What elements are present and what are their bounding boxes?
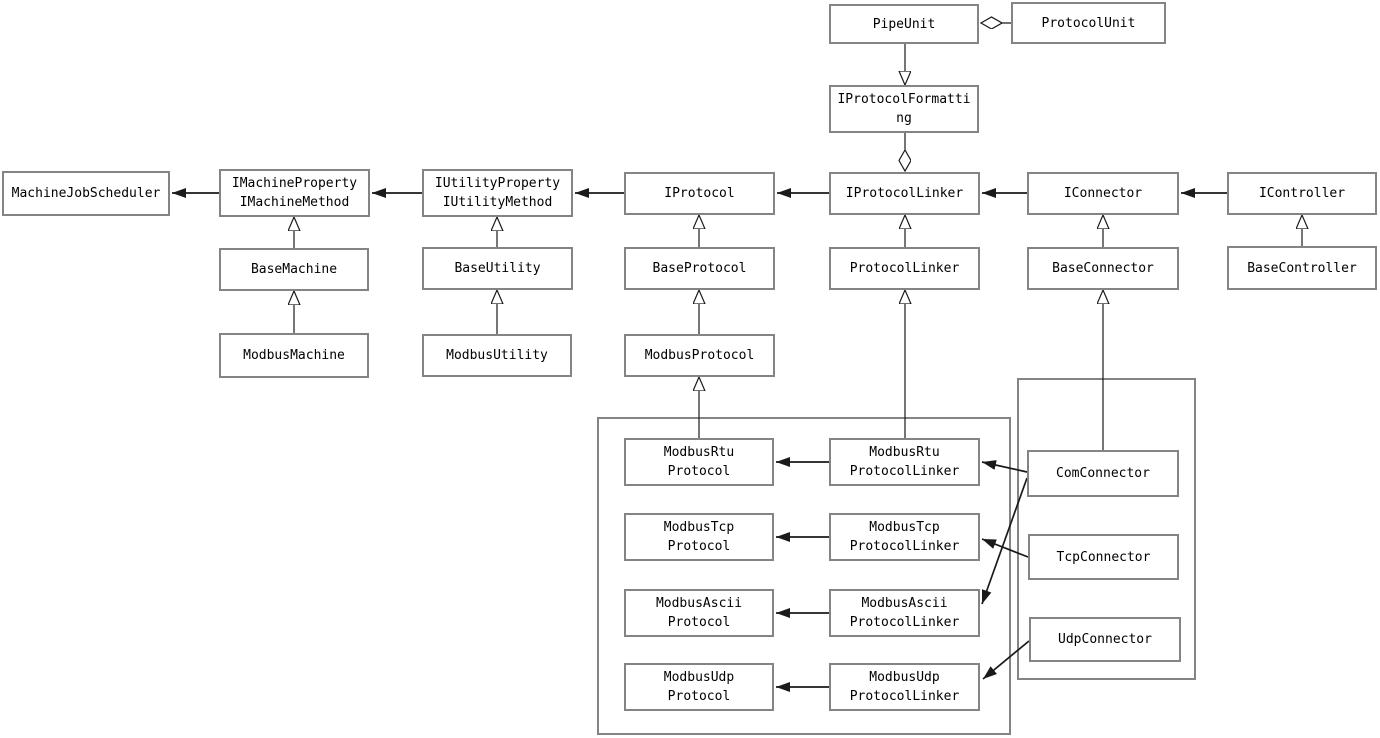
class-label: MachineJobScheduler [11, 186, 161, 201]
connector-group-container[interactable] [1017, 378, 1196, 680]
class-label: ModbusAscii Protocol [655, 596, 743, 630]
class-label: IConnector [1063, 186, 1143, 201]
class-box-iutility-property-method[interactable]: IUtilityProperty IUtilityMethod [422, 169, 573, 217]
class-box-base-utility[interactable]: BaseUtility [422, 247, 573, 290]
class-label: PipeUnit [872, 16, 936, 32]
class-label: ModbusTcp Protocol [663, 520, 735, 554]
class-label: ProtocolLinker [849, 261, 960, 276]
class-label: BaseProtocol [652, 261, 747, 276]
class-box-imachine-property-method[interactable]: IMachineProperty IMachineMethod [219, 169, 370, 217]
class-label: UdpConnector [1058, 632, 1152, 647]
class-box-tcp-connector[interactable]: TcpConnector [1028, 534, 1179, 580]
class-label: ModbusUdp Protocol [663, 670, 735, 704]
class-label: ComConnector [1056, 466, 1150, 481]
class-box-iprotocol-linker[interactable]: IProtocolLinker [829, 172, 980, 215]
class-box-base-protocol[interactable]: BaseProtocol [624, 247, 775, 290]
class-box-modbus-protocol[interactable]: ModbusProtocol [624, 334, 775, 377]
class-label: ModbusUdp ProtocolLinker [849, 670, 960, 704]
class-label: BaseController [1247, 260, 1357, 276]
class-box-modbus-ascii-protocol-linker[interactable]: ModbusAscii ProtocolLinker [829, 589, 980, 637]
class-box-protocol-linker[interactable]: ProtocolLinker [829, 247, 980, 290]
class-label: IProtocolLinker [845, 186, 964, 201]
class-box-modbus-rtu-protocol-linker[interactable]: ModbusRtu ProtocolLinker [829, 438, 980, 486]
class-label: IUtilityProperty IUtilityMethod [434, 176, 561, 210]
class-label: BaseConnector [1052, 261, 1154, 276]
class-label: ModbusAscii ProtocolLinker [849, 596, 960, 630]
edge-comconnector-to-asciilinker [981, 477, 1028, 605]
class-box-base-machine[interactable]: BaseMachine [219, 248, 369, 291]
class-box-udp-connector[interactable]: UdpConnector [1029, 617, 1181, 662]
class-label: ModbusTcp ProtocolLinker [849, 520, 960, 554]
class-box-base-controller[interactable]: BaseController [1227, 246, 1377, 290]
class-label: IProtocolFormatti ng [837, 92, 971, 126]
class-box-icontroller[interactable]: IController [1227, 172, 1377, 215]
class-box-base-connector[interactable]: BaseConnector [1027, 247, 1179, 290]
class-label: IController [1258, 186, 1346, 201]
protocol-group-container[interactable] [597, 417, 1011, 735]
class-box-machine-job-scheduler[interactable]: MachineJobScheduler [2, 171, 170, 216]
class-label: TcpConnector [1056, 549, 1151, 565]
class-label: ModbusProtocol [644, 348, 755, 363]
class-box-modbus-rtu-protocol[interactable]: ModbusRtu Protocol [624, 438, 774, 486]
class-box-modbus-udp-protocol[interactable]: ModbusUdp Protocol [624, 663, 774, 711]
class-label: ModbusUtility [446, 348, 548, 363]
class-box-pipe-unit[interactable]: PipeUnit [829, 4, 979, 44]
class-box-modbus-machine[interactable]: ModbusMachine [219, 333, 369, 378]
class-box-com-connector[interactable]: ComConnector [1027, 450, 1179, 497]
class-label: ModbusRtu ProtocolLinker [849, 445, 960, 479]
class-label: ModbusRtu Protocol [663, 445, 735, 479]
class-label: ProtocolUnit [1041, 15, 1136, 31]
class-label: ModbusMachine [243, 348, 345, 363]
class-box-protocol-unit[interactable]: ProtocolUnit [1011, 2, 1166, 44]
class-box-modbus-udp-protocol-linker[interactable]: ModbusUdp ProtocolLinker [829, 663, 980, 711]
class-box-modbus-tcp-protocol[interactable]: ModbusTcp Protocol [624, 513, 774, 561]
class-box-iprotocol-formatting[interactable]: IProtocolFormatti ng [829, 85, 979, 133]
class-box-modbus-ascii-protocol[interactable]: ModbusAscii Protocol [624, 589, 774, 637]
class-box-iprotocol[interactable]: IProtocol [624, 172, 775, 215]
class-label: BaseMachine [250, 262, 338, 277]
class-label: IMachineProperty IMachineMethod [231, 176, 358, 210]
class-box-iconnector[interactable]: IConnector [1027, 172, 1179, 215]
class-label: IProtocol [664, 186, 735, 201]
class-box-modbus-utility[interactable]: ModbusUtility [422, 334, 572, 377]
edge-tcpconnector-to-tcplinker [981, 538, 1029, 558]
edge-comconnector-to-rtulinker [981, 460, 1028, 473]
class-box-modbus-tcp-protocol-linker[interactable]: ModbusTcp ProtocolLinker [829, 513, 980, 561]
class-label: BaseUtility [454, 261, 541, 276]
edge-udpconnector-to-udplinker [982, 640, 1030, 680]
